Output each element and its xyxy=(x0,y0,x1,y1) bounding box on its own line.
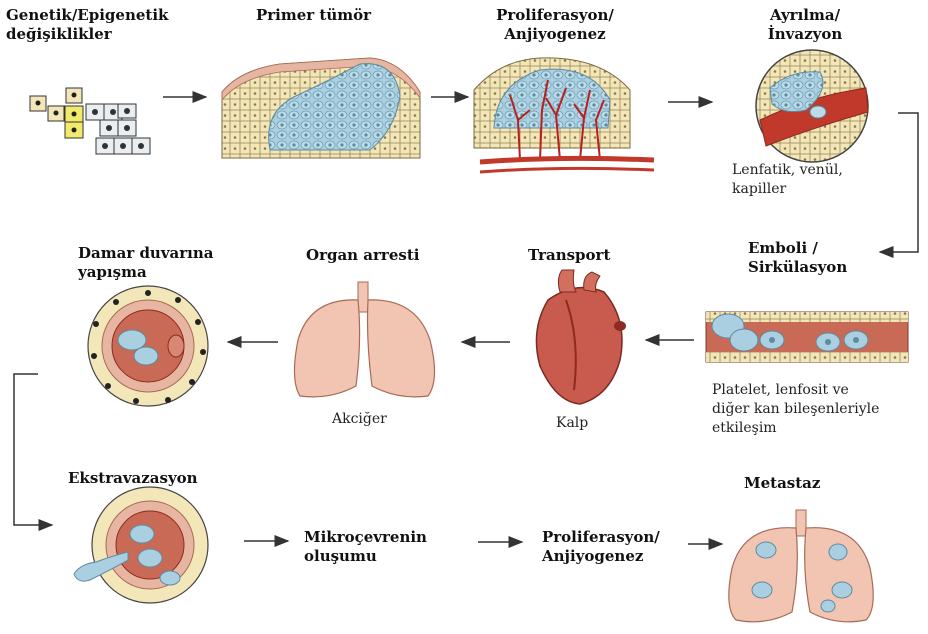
extravasation-illustration xyxy=(74,487,208,603)
proliferation-angiogenesis-label-1: Proliferasyon/Anjiyogenez xyxy=(490,6,620,44)
lung-caption: Akciğer xyxy=(332,410,387,429)
metastasis-label: Metastaz xyxy=(744,474,820,493)
primary-tumor-illustration xyxy=(222,58,420,158)
angiogenesis-illustration-1 xyxy=(474,58,654,172)
adhesion-illustration xyxy=(88,286,208,406)
organ-arrest-label: Organ arresti xyxy=(306,246,419,265)
lungs-illustration xyxy=(294,282,434,397)
lymphatic-note: Lenfatik, venül,kapiller xyxy=(732,161,843,199)
primary-tumor-label: Primer tümör xyxy=(256,6,371,25)
metastasis-lungs-illustration xyxy=(729,510,873,622)
proliferation-angiogenesis-label-2: Proliferasyon/Anjiyogenez xyxy=(542,528,660,566)
heart-illustration xyxy=(536,270,626,404)
extravasation-label: Ekstravazasyon xyxy=(68,469,198,488)
heart-caption: Kalp xyxy=(556,414,588,433)
invasion-illustration xyxy=(756,50,868,162)
emboli-circulation-label: Emboli /Sirkülasyon xyxy=(748,239,847,277)
detachment-invasion-label: Ayrılma/İnvazyon xyxy=(750,6,860,44)
emboli-vessel-illustration xyxy=(706,312,908,362)
genetic-cells-illustration xyxy=(30,88,150,154)
transport-label: Transport xyxy=(528,246,610,265)
